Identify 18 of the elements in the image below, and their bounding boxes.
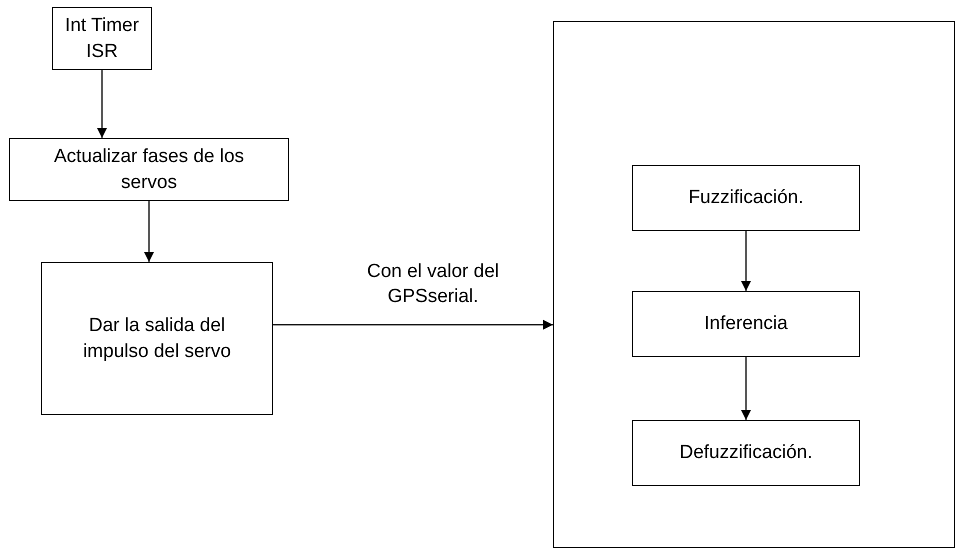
box-label: Fuzzificación. (687, 186, 805, 210)
arrow (97, 70, 107, 138)
process-box (52, 7, 152, 70)
process-box (632, 420, 860, 486)
box-label: Defuzzificación. (678, 441, 814, 466)
process-box (41, 262, 273, 415)
box-label: Int Timer ISR (64, 14, 140, 64)
arrow (144, 201, 154, 262)
arrow (273, 320, 553, 330)
box-label: Dar la salida del impulso del servo (82, 314, 232, 364)
container-box (553, 21, 955, 548)
process-box (632, 291, 860, 357)
box-label: Actualizar fases de los servos (52, 144, 246, 194)
process-box (9, 138, 289, 201)
box-label: Inferencia (703, 312, 789, 336)
arrow (741, 357, 751, 420)
arrow (741, 231, 751, 291)
process-box (632, 165, 860, 231)
